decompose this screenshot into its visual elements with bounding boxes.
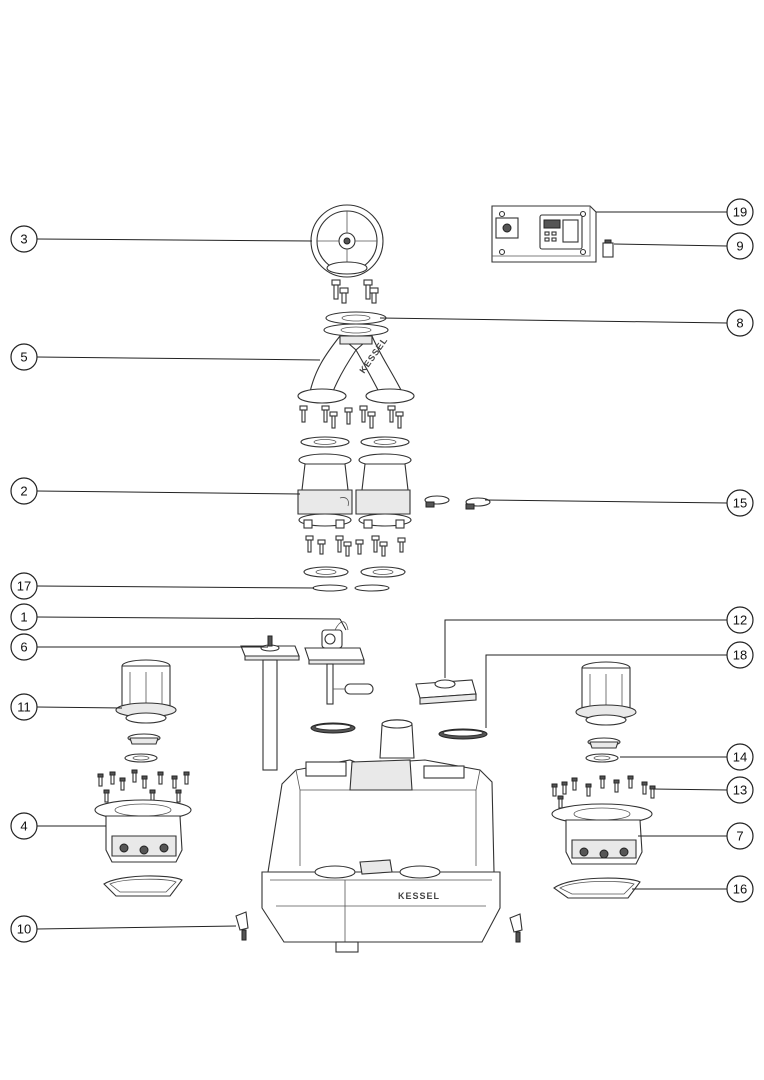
part-gasket-left <box>103 875 183 897</box>
callout-12: 12 <box>726 606 754 634</box>
leader-lines <box>36 211 728 930</box>
callout-label: 10 <box>17 922 31 937</box>
callout-14: 14 <box>726 743 754 771</box>
callout-8: 8 <box>726 309 754 337</box>
part-bolts-top <box>331 279 379 304</box>
part-level-probe <box>240 635 300 771</box>
callout-label: 5 <box>20 350 27 365</box>
part-bolts-lower <box>305 535 406 557</box>
callout-label: 3 <box>20 232 27 247</box>
part-handwheel <box>310 204 384 278</box>
part-pump-motor-right <box>575 661 637 763</box>
callout-1: 1 <box>10 603 38 631</box>
part-y-connector: KESSEL <box>297 335 415 404</box>
part-fixing-brackets <box>235 911 523 943</box>
callout-10: 10 <box>10 915 38 943</box>
part-pump-housing-right <box>551 803 653 865</box>
callout-13: 13 <box>726 776 754 804</box>
callout-label: 8 <box>736 316 743 331</box>
callout-label: 2 <box>20 484 27 499</box>
part-o-rings <box>312 584 390 592</box>
part-seals-pair-upper <box>300 436 410 448</box>
tank-brand-label: KESSEL <box>398 891 440 901</box>
callout-11: 11 <box>10 693 38 721</box>
callout-16: 16 <box>726 875 754 903</box>
part-seal-flange <box>323 311 389 337</box>
callout-label: 7 <box>736 829 743 844</box>
part-pump-housing-left <box>94 799 192 863</box>
callout-6: 6 <box>10 633 38 661</box>
callout-label: 13 <box>733 783 747 798</box>
callout-2: 2 <box>10 477 38 505</box>
callout-17: 17 <box>10 572 38 600</box>
callout-label: 9 <box>736 239 743 254</box>
part-float-switch <box>304 621 374 705</box>
part-cover-plate <box>415 679 477 705</box>
callout-3: 3 <box>10 225 38 253</box>
callout-7: 7 <box>726 822 754 850</box>
part-pump-motor-left <box>115 659 177 724</box>
callout-15: 15 <box>726 489 754 517</box>
part-hose-clamps <box>424 495 491 510</box>
callout-4: 4 <box>10 812 38 840</box>
part-seal-ring-tank <box>310 722 356 734</box>
callout-label: 6 <box>20 640 27 655</box>
callout-5: 5 <box>10 343 38 371</box>
callout-label: 14 <box>733 750 747 765</box>
part-bolts-middle <box>299 405 404 429</box>
callout-label: 19 <box>733 205 747 220</box>
callout-label: 16 <box>733 882 747 897</box>
part-screws-right <box>551 775 656 809</box>
callout-label: 17 <box>17 579 31 594</box>
callout-label: 1 <box>20 610 27 625</box>
part-seals-pair-lower <box>303 566 406 578</box>
part-collecting-tank: KESSEL <box>261 719 501 953</box>
callout-18: 18 <box>726 641 754 669</box>
part-gasket-right <box>553 877 641 899</box>
part-battery <box>602 239 614 258</box>
callout-label: 12 <box>733 613 747 628</box>
part-gate-valves <box>297 453 412 529</box>
callout-label: 15 <box>733 496 747 511</box>
callout-label: 4 <box>20 819 27 834</box>
callout-19: 19 <box>726 198 754 226</box>
part-control-unit <box>491 205 597 263</box>
part-screws-left <box>97 769 190 803</box>
callout-9: 9 <box>726 232 754 260</box>
callout-label: 18 <box>733 648 747 663</box>
callout-label: 11 <box>17 700 31 715</box>
part-impeller-left <box>124 733 161 763</box>
part-seal-ring-18 <box>438 728 488 740</box>
